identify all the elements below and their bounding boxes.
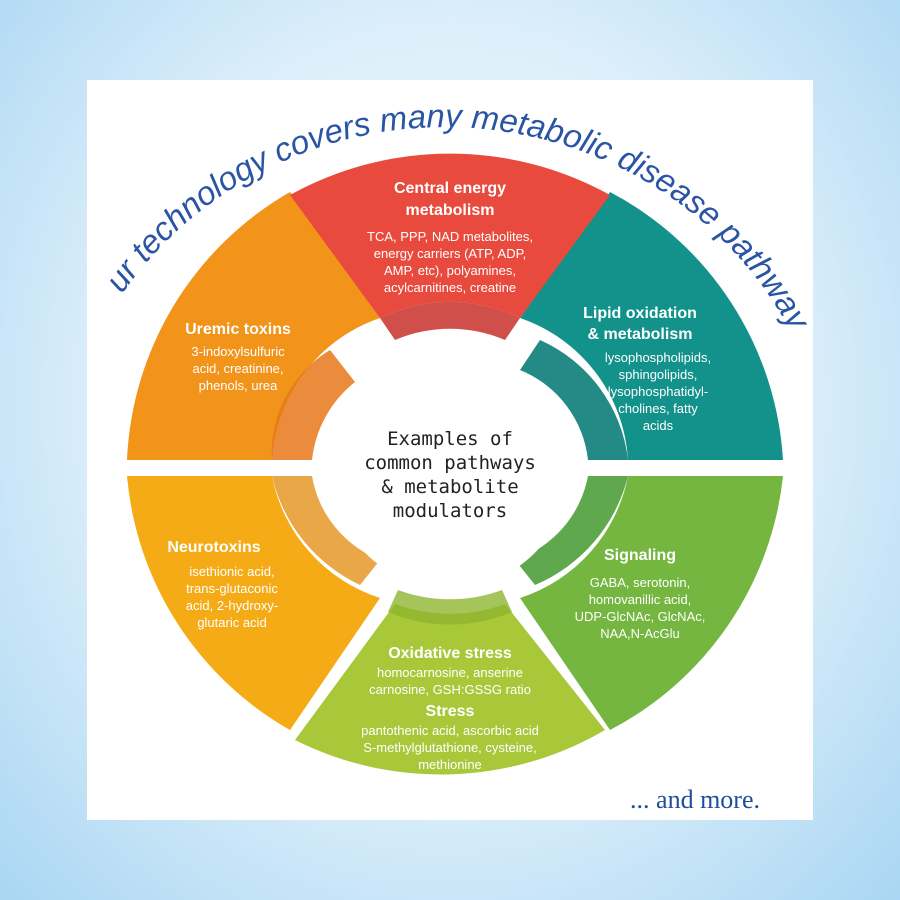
segment-central-outer xyxy=(290,153,610,318)
lipid-body-3: lysophosphatidyl- xyxy=(608,384,708,399)
segment-lipid-inner xyxy=(520,340,628,460)
center-line-4: modulators xyxy=(393,500,507,522)
segment-oxidative-outer xyxy=(295,604,605,775)
central-energy-title-1: Central energy xyxy=(394,180,506,197)
neurotoxins-body-1: isethionic acid, xyxy=(189,564,274,579)
segment-lipid-outer xyxy=(520,192,783,460)
segment-uremic-toxins xyxy=(127,192,380,460)
segment-neurotoxins-outer xyxy=(127,476,380,730)
stress-body-3: methionine xyxy=(418,757,482,772)
signaling-body-1: GABA, serotonin, xyxy=(590,575,690,590)
oxidative-body-2: carnosine, GSH:GSSG ratio xyxy=(369,682,531,697)
center-line-1: Examples of xyxy=(387,428,513,450)
signaling-body-4: NAA,N-AcGlu xyxy=(600,626,679,641)
segment-uremic-inner xyxy=(271,350,355,460)
segment-central-inner xyxy=(380,301,520,340)
segment-neurotoxins xyxy=(127,476,380,730)
oxidative-body-1: homocarnosine, anserine xyxy=(377,665,523,680)
lipid-body-1: lysophospholipids, xyxy=(605,350,711,365)
oxidative-title: Oxidative stress xyxy=(388,645,512,662)
signaling-body-2: homovanillic acid, xyxy=(589,592,692,607)
central-energy-body-4: acylcarnitines, creatine xyxy=(384,280,516,295)
neurotoxins-body-3: acid, 2-hydroxy- xyxy=(186,598,278,613)
uremic-body-2: acid, creatinine, xyxy=(192,361,283,376)
lipid-body-5: acids xyxy=(643,418,674,433)
segment-signaling-inner xyxy=(515,476,628,585)
segment-central-energy xyxy=(290,153,610,340)
central-energy-body-3: AMP, etc), polyamines, xyxy=(384,263,516,278)
lipid-body-2: sphingolipids, xyxy=(619,367,698,382)
signaling-body-3: UDP-GlcNAc, GlcNAc, xyxy=(575,609,706,624)
central-energy-body-1: TCA, PPP, NAD metabolites, xyxy=(367,229,533,244)
segment-signaling xyxy=(515,476,783,730)
stress-title: Stress xyxy=(426,703,475,720)
center-line-3: & metabolite xyxy=(381,476,518,498)
central-energy-body-2: energy carriers (ATP, ADP, xyxy=(374,246,526,261)
uremic-body-3: phenols, urea xyxy=(199,378,279,393)
center-disc xyxy=(330,348,570,588)
segment-lipid-oxidation xyxy=(520,192,783,460)
segment-oxidative-stress xyxy=(295,590,605,775)
central-energy-title-2: metabolism xyxy=(406,202,495,219)
neurotoxins-body-2: trans-glutaconic xyxy=(186,581,278,596)
segment-neurotoxins-inner xyxy=(272,476,380,585)
neurotoxins-body-4: glutaric acid xyxy=(197,615,266,630)
uremic-body-1: 3-indoxylsulfuric xyxy=(191,344,285,359)
center-label: Examples of common pathways & metabolite… xyxy=(364,428,536,522)
neurotoxins-title: Neurotoxins xyxy=(167,539,260,556)
signaling-title: Signaling xyxy=(604,547,676,564)
uremic-title: Uremic toxins xyxy=(185,321,291,338)
lipid-body-4: cholines, fatty xyxy=(618,401,698,416)
lipid-title-1: Lipid oxidation xyxy=(583,305,697,322)
stress-body-1: pantothenic acid, ascorbic acid xyxy=(361,723,539,738)
and-more-text: ... and more. xyxy=(630,785,760,814)
stress-body-2: S-methylglutathione, cysteine, xyxy=(363,740,536,755)
segment-oxidative-inner xyxy=(388,590,512,625)
segment-uremic-outer xyxy=(127,192,380,460)
segment-signaling-outer xyxy=(520,476,783,730)
lipid-title-2: & metabolism xyxy=(588,326,693,343)
center-line-2: common pathways xyxy=(364,452,536,474)
